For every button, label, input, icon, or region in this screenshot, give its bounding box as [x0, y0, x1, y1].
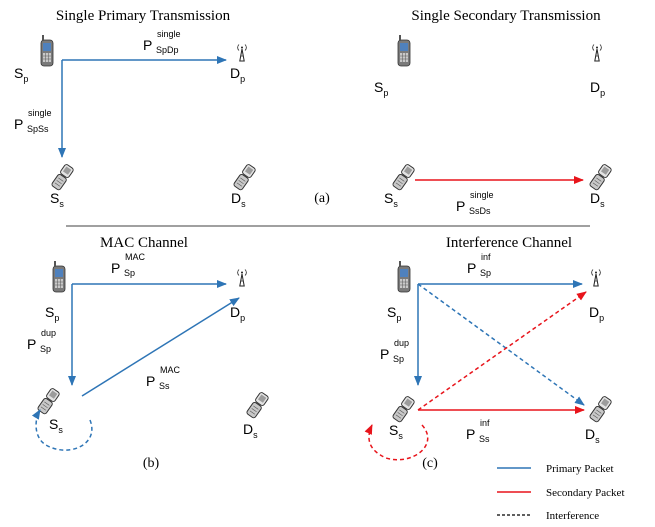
label-p-sp-dup-sup: dup [394, 338, 409, 348]
label-p-sp-dup-sup: dup [41, 328, 56, 338]
label-p-spss: P [14, 116, 23, 132]
label-ss: Ss [49, 416, 63, 435]
label-p-ssds-sup: single [470, 190, 494, 200]
arrow-interference-sp-ds [417, 283, 585, 406]
mobile-phone-icon [40, 34, 54, 67]
label-ds: Ds [231, 190, 246, 209]
title-interference-channel: Interference Channel [446, 235, 572, 251]
label-dp: Dp [230, 65, 245, 84]
label-p-sp-mac-sup: MAC [125, 252, 146, 262]
label-p-ss-mac-sub: Ss [159, 381, 170, 391]
mobile-phone-icon [397, 260, 411, 293]
label-ds: Ds [590, 190, 605, 209]
label-p-sp-mac: P [111, 260, 120, 276]
label-sp: Sp [45, 304, 59, 323]
label-p-ss-inf-sub: Ss [479, 434, 490, 444]
flip-phone-icon [245, 391, 270, 420]
label-ss: Ss [50, 190, 64, 209]
flip-phone-icon [588, 395, 613, 424]
antenna-icon [592, 44, 602, 62]
label-sp: Sp [387, 304, 401, 323]
label-sp: Sp [14, 65, 28, 84]
legend-interference-label: Interference [546, 510, 599, 522]
label-p-spss-sup: single [28, 108, 52, 118]
label-p-ss-inf-sup: inf [480, 418, 490, 428]
caption-a: (a) [314, 191, 330, 206]
label-p-sp-inf: P [467, 260, 476, 276]
flip-phone-icon [588, 163, 613, 192]
label-p-ss-inf: P [466, 426, 475, 442]
label-dp: Dp [589, 304, 604, 323]
flip-phone-icon [391, 163, 416, 192]
arrow-p-ss-mac [81, 297, 240, 397]
label-ss: Ss [384, 190, 398, 209]
label-sp: Sp [374, 79, 388, 98]
caption-c: (c) [422, 456, 438, 471]
self-loop-ss [364, 424, 429, 461]
label-p-ssds-sub: SsDs [469, 206, 491, 216]
label-ds: Ds [243, 421, 258, 440]
mobile-phone-icon [397, 34, 411, 67]
flip-phone-icon [50, 163, 75, 192]
label-p-sp-dup: P [27, 336, 36, 352]
title-single-primary: Single Primary Transmission [56, 8, 231, 24]
legend-secondary-label: Secondary Packet [546, 487, 625, 499]
label-ss: Ss [389, 422, 403, 441]
antenna-icon [237, 44, 247, 62]
arrow-interference-ss-dp [417, 291, 587, 411]
caption-b: (b) [143, 456, 160, 471]
label-p-sp-inf-sub: Sp [480, 268, 491, 278]
label-ds: Ds [585, 426, 600, 445]
label-p-sp-dup-sub: Sp [393, 354, 404, 364]
antenna-icon [237, 269, 247, 287]
label-p-sp-dup-sub: Sp [40, 344, 51, 354]
label-p-ss-mac: P [146, 373, 155, 389]
title-mac-channel: MAC Channel [100, 235, 188, 251]
title-single-secondary: Single Secondary Transmission [411, 8, 601, 24]
label-p-spdp-sub: SpDp [156, 45, 179, 55]
legend-primary-label: Primary Packet [546, 463, 614, 475]
label-p-ss-mac-sup: MAC [160, 365, 181, 375]
label-p-sp-mac-sub: Sp [124, 268, 135, 278]
self-loop-ss [31, 409, 93, 451]
label-dp: Dp [230, 304, 245, 323]
label-p-spss-sub: SpSs [27, 124, 49, 134]
flip-phone-icon [232, 163, 257, 192]
label-p-spdp: P [143, 37, 152, 53]
mobile-phone-icon [52, 260, 66, 293]
label-dp: Dp [590, 79, 605, 98]
antenna-icon [591, 269, 601, 287]
label-p-sp-inf-sup: inf [481, 252, 491, 262]
label-p-spdp-sup: single [157, 29, 181, 39]
label-p-sp-dup: P [380, 346, 389, 362]
label-p-ssds: P [456, 198, 465, 214]
flip-phone-icon [391, 395, 416, 424]
